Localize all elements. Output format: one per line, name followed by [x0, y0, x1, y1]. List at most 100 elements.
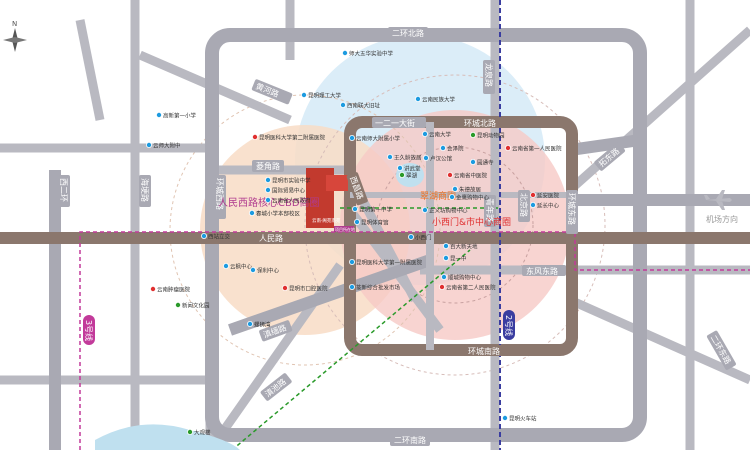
road-labels: 二环北路 二环南路 环城北路 环城南路 一二一大街 人民路 菱角路 东风东路 龙…: [58, 27, 736, 446]
label-haigeng: 海埂路: [140, 178, 150, 202]
compass-label: N: [12, 20, 17, 28]
poi-label: 朱德故居: [459, 186, 482, 194]
project-block: 云南·阁苑南苑 项目所在地: [306, 168, 355, 232]
poi-item: 正义坊购物中心: [421, 207, 468, 215]
poi-item: 朱德故居: [451, 185, 482, 194]
poi-label: 国际贸易中心: [272, 187, 306, 195]
poi-marker: [386, 153, 393, 160]
poi-label: 小西门: [415, 234, 432, 242]
poi-item: 讲武堂: [396, 165, 421, 173]
poi-item: 云南大学: [421, 131, 452, 139]
poi-item: 百大新天地: [442, 243, 478, 251]
poi-marker: [145, 141, 152, 148]
poi-marker: [222, 262, 229, 269]
poi-marker: [501, 414, 508, 421]
poi-label: 昆明火车站: [509, 415, 537, 423]
poi-item: 延长中心: [530, 202, 560, 210]
project-label: 项目所在地: [335, 226, 355, 232]
poi-item: 师大五华实验中学: [341, 50, 394, 58]
poi-label: 云南省人民政府: [272, 197, 311, 205]
poi-item: 春城小学本部校区: [248, 210, 301, 218]
poi-marker: [249, 266, 256, 273]
poi-label: 云南肿瘤医院: [157, 286, 191, 294]
label-longquan: 龙泉路: [484, 63, 494, 87]
poi-marker: [407, 233, 414, 240]
poi-label: 延安医院: [537, 192, 560, 200]
label-beijing: 北京路: [519, 193, 529, 217]
label-dongfeng: 东风东路: [526, 266, 558, 276]
poi-item: 卢汉公馆: [422, 154, 453, 163]
poi-marker: [469, 131, 476, 138]
poi-marker: [348, 258, 355, 265]
poi-label: 云师大附中: [153, 142, 181, 150]
label-renmin: 人民路: [259, 233, 283, 243]
poi-marker: [186, 428, 193, 435]
poi-marker: [438, 283, 445, 290]
poi-item: 昆一中: [442, 255, 467, 263]
poi-label: 西南联大旧址: [347, 102, 381, 110]
poi-marker: [348, 134, 355, 141]
poi-label: 螺狮湾: [254, 321, 271, 329]
metro-labels: 2号线 3号线: [83, 310, 515, 345]
poi-label: 云南省第一人民医院: [512, 145, 562, 153]
airport-icon: [704, 190, 732, 210]
poi-item: 云南省中医院: [446, 172, 488, 180]
poi-label: 王久龄故居: [394, 154, 422, 162]
poi-label: 云南省中医院: [454, 172, 488, 180]
poi-item: 云南省第二人民医院: [438, 283, 496, 292]
poi-label: 西站立交: [208, 233, 231, 241]
poi-item: 王久龄故居: [386, 153, 422, 162]
poi-item: 云枫中心: [222, 262, 253, 271]
poi-label: 昆明市口腔医院: [289, 285, 328, 293]
poi-item: 云师大附中: [145, 141, 181, 150]
poi-label: 顺城购物中心: [448, 274, 482, 282]
poi-marker: [264, 186, 271, 193]
poi-item: 云南民族大学: [414, 96, 456, 104]
poi-item: 螺狮湾: [246, 321, 271, 329]
poi-marker: [398, 171, 405, 178]
poi-label: 保利中心: [257, 267, 280, 275]
label-huancheng-west: 环城西路: [215, 178, 225, 210]
label-huancheng-east: 环城东路: [567, 193, 577, 225]
poi-item: 云南师大附属小学: [348, 134, 401, 143]
poi-label: 师大五华实验中学: [349, 50, 394, 58]
poi-label: 新闻文化园: [182, 302, 210, 310]
poi-marker: [451, 185, 458, 192]
poi-label: 百大新天地: [450, 243, 478, 251]
poi-item: 金鹰购物中心: [448, 194, 490, 202]
poi-label: 昆明动物园: [477, 132, 505, 140]
poi-layer: 师大五华实验中学昆明理工大学云南民族大学西南联大旧址高新第一小学云师大附中昆明医…: [145, 50, 562, 437]
poi-label: 昆明医科大学第二附属医院: [259, 134, 326, 142]
poi-label: 春城小学本部校区: [256, 210, 301, 218]
poi-item: 篆新综合批发市场: [348, 284, 401, 292]
poi-label: 昆明理工大学: [308, 92, 342, 100]
poi-item: 云南省人民政府: [264, 197, 311, 205]
poi-marker: [281, 284, 288, 291]
poi-item: 昆明第一中学: [351, 206, 393, 214]
poi-item: 西站立交: [200, 233, 231, 241]
poi-marker: [155, 112, 162, 119]
label-erhuan-south: 二环南路: [394, 435, 426, 445]
poi-label: 金鹰购物中心: [456, 194, 490, 202]
poi-item: 高新第一小学: [155, 112, 197, 120]
poi-label: 大观楼: [194, 429, 211, 437]
poi-marker: [469, 158, 476, 165]
hub-circle-outer: [304, 74, 606, 376]
poi-item: 会泽院: [439, 145, 464, 153]
hub-title-cuihu: 翠湖商圈: [420, 190, 456, 202]
poi-label: 云南师大附属小学: [356, 135, 401, 143]
hub-title-xiximen: 小西门&市中心商圈: [432, 216, 511, 228]
poi-label: 昆明医科大学第一附属医院: [356, 259, 423, 267]
poi-label: 圆通寺: [477, 159, 494, 167]
poi-marker: [422, 154, 429, 161]
poi-item: 昆明火车站: [501, 414, 537, 423]
poi-marker: [251, 133, 258, 140]
poi-item: 昆明医科大学第一附属医院: [348, 258, 423, 267]
poi-item: 昆明医科大学第二附属医院: [251, 133, 326, 142]
poi-label: 会泽院: [447, 145, 464, 153]
poi-marker: [149, 285, 156, 292]
poi-label: 昆明第一中学: [359, 206, 393, 214]
poi-marker: [414, 96, 421, 103]
poi-item: 昆明体育馆: [353, 219, 389, 227]
